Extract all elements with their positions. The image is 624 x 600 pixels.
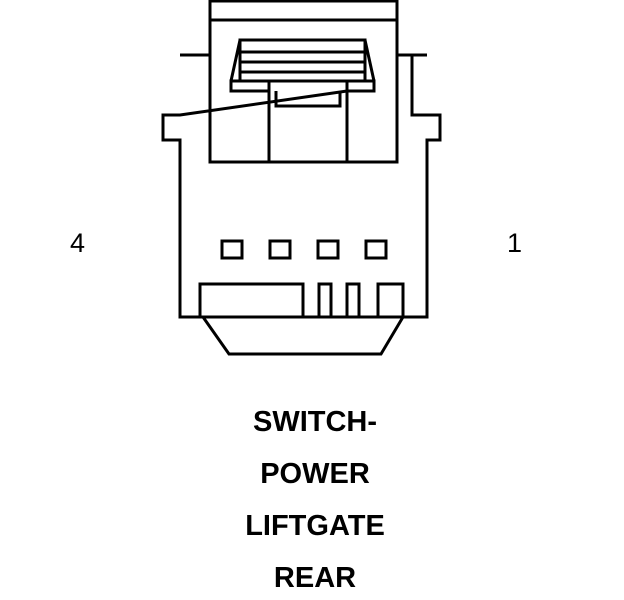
- latch-window: [267, 91, 349, 164]
- pin-cavity: [316, 239, 340, 260]
- key-slot: [376, 282, 405, 319]
- caption-line: POWER: [260, 458, 370, 490]
- caption-line: SWITCH-: [252, 406, 378, 438]
- pin-cavity: [268, 239, 292, 260]
- pin-number-label-right: 1: [507, 228, 523, 258]
- key-slot: [198, 282, 305, 319]
- pin-number-label-left: 4: [70, 228, 86, 258]
- key-slot: [317, 282, 333, 319]
- key-slot: [345, 282, 361, 319]
- caption-line: REAR: [273, 562, 357, 594]
- pin-cavity: [364, 239, 388, 260]
- caption-line: LIFTGATE: [245, 510, 385, 542]
- pin-cavity: [220, 239, 244, 260]
